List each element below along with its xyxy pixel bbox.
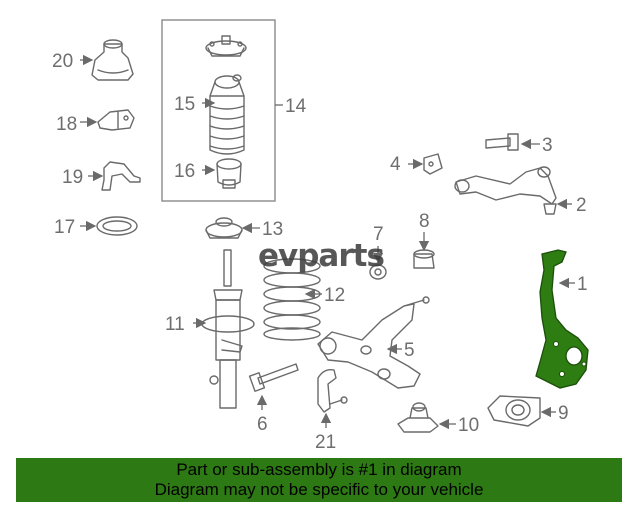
part-13[interactable] bbox=[205, 217, 243, 239]
label-9: 9 bbox=[558, 403, 569, 424]
footer-line-1: Part or sub-assembly is #1 in diagram bbox=[176, 460, 462, 479]
part-10[interactable] bbox=[397, 402, 439, 433]
label-20: 20 bbox=[52, 51, 73, 72]
part-20[interactable] bbox=[91, 39, 134, 81]
part-3[interactable] bbox=[485, 133, 519, 151]
part-15[interactable] bbox=[209, 74, 245, 155]
label-8: 8 bbox=[419, 211, 430, 232]
part-8[interactable] bbox=[413, 249, 435, 269]
label-6: 6 bbox=[257, 414, 268, 435]
part-11[interactable] bbox=[201, 249, 255, 409]
part-19[interactable] bbox=[101, 161, 141, 191]
part-2[interactable] bbox=[454, 166, 557, 215]
label-10: 10 bbox=[458, 415, 479, 436]
label-19: 19 bbox=[62, 167, 83, 188]
part-17[interactable] bbox=[96, 216, 138, 236]
label-16: 16 bbox=[174, 161, 195, 182]
label-5: 5 bbox=[404, 340, 415, 361]
footer-banner: Part or sub-assembly is #1 in diagram Di… bbox=[16, 458, 622, 502]
label-18: 18 bbox=[56, 114, 77, 135]
label-15: 15 bbox=[174, 94, 195, 115]
label-11: 11 bbox=[165, 314, 185, 335]
label-17: 17 bbox=[54, 217, 75, 238]
footer-line-2: Diagram may not be specific to your vehi… bbox=[154, 480, 484, 499]
part-9[interactable] bbox=[487, 395, 541, 427]
part-21[interactable] bbox=[317, 368, 348, 413]
label-4: 4 bbox=[390, 154, 401, 175]
part-4[interactable] bbox=[423, 153, 443, 175]
part-1-steering-knuckle[interactable] bbox=[535, 249, 589, 389]
label-7: 7 bbox=[373, 224, 384, 245]
part-5[interactable] bbox=[317, 296, 430, 389]
assembly-box-14 bbox=[161, 19, 276, 202]
label-1: 1 bbox=[577, 274, 588, 295]
label-21: 21 bbox=[315, 432, 336, 453]
label-3: 3 bbox=[542, 135, 553, 156]
part-16[interactable] bbox=[216, 158, 242, 189]
part-14-mount[interactable] bbox=[205, 35, 247, 57]
part-6[interactable] bbox=[248, 363, 299, 392]
watermark-logo: evparts bbox=[258, 238, 384, 274]
label-14: 14 bbox=[285, 96, 307, 117]
part-12[interactable] bbox=[263, 258, 321, 341]
part-7[interactable] bbox=[369, 264, 387, 280]
parts-diagram: 20 18 19 17 15 bbox=[52, 19, 589, 453]
label-12: 12 bbox=[324, 285, 345, 306]
label-2: 2 bbox=[576, 195, 587, 216]
label-13: 13 bbox=[262, 219, 283, 240]
part-18[interactable] bbox=[97, 109, 135, 131]
